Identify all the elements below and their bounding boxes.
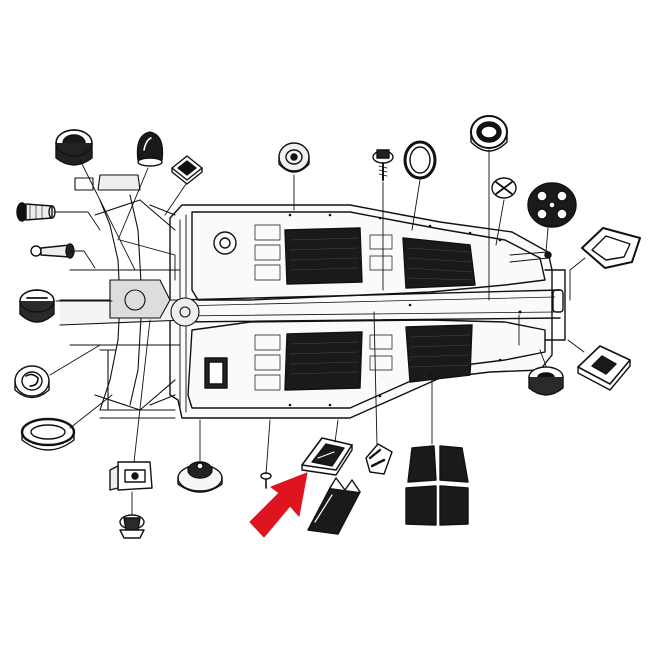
front-axle-assembly [59,174,200,419]
corner-bracket [577,345,631,391]
pin-bolt [16,202,56,222]
valve-fitting [119,514,145,539]
floor-mat-set [405,445,469,526]
grommet-large [55,129,93,166]
leader-lines [49,149,586,516]
floor-pan-seal-part [301,437,353,476]
pedal-bushing [470,115,508,152]
callout-arrow [249,472,308,538]
angled-clip [365,443,393,475]
square-clip [171,155,203,185]
crossed-grommet [491,177,517,199]
four-hole-grommet [527,182,577,228]
mount-bracket [109,461,153,491]
cone-grommet [177,461,223,493]
spiral-grommet [14,365,50,399]
small-screw [260,472,272,489]
slotted-plug [19,289,55,323]
oval-grommet [20,417,76,451]
stud-pin [30,243,75,259]
chassis-floor-pan [169,204,566,419]
bullet-plug [136,131,164,167]
rubber-ring [403,140,437,180]
seal-strip [307,477,361,535]
ring-grommet [278,142,310,173]
gasket-plate [581,227,641,269]
rubber-bumper [528,366,564,396]
body-bolt [372,149,394,181]
